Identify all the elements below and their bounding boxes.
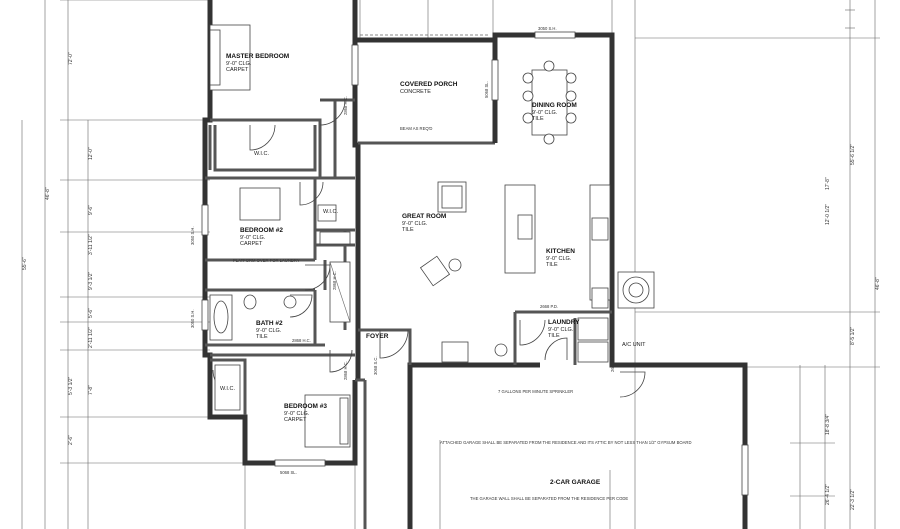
bedroom3-floor: CARPET [284,417,307,423]
foyer-name: FOYER [366,333,389,340]
bedroom2-name: BEDROOM #2 [240,227,283,234]
left-dimension-labels: 55'-6" 46'-8" 72'-0" 12'-0" 9'-6" 3'-11 … [22,52,94,445]
bedroom2-ceiling: 9'-0" CLG. [240,235,266,241]
dim-left-h: 5'-6" [88,308,94,318]
door-tag-3: 2868 H.C. [332,271,337,290]
dim-right-f: 18'-8 3/4" [825,414,831,435]
dim-left-b: 46'-8" [45,187,51,200]
dim-left-i: 2'-11 1/2" [88,327,94,348]
dining-room-name: DINING ROOM [532,102,577,109]
kitchen-floor: TILE [546,262,558,268]
notes: ATTACHED GARAGE SHALL BE SEPARATED FROM … [233,126,691,501]
tags: 2868 H.C. 2868 H.C. 2868 H.C. 2868 H.C. … [190,26,615,475]
window-bed2 [201,204,209,236]
door-laundry [519,319,546,346]
room-labels: MASTER BEDROOM 9'-0" CLG. CARPET COVERED… [220,53,646,486]
bedroom2-floor: CARPET [240,241,263,247]
window-tag-1: 3050 S.H. [538,26,557,31]
door-tag-1: 2868 H.C. [292,338,311,343]
door-master-closet [249,124,276,151]
dim-left-a: 55'-6" [22,257,28,270]
dining-table [531,69,568,136]
walls [202,0,748,529]
vent-note: 7 GALLONS PER MINUTE SPRINKLER [498,389,573,394]
great-room-name: GREAT ROOM [402,213,446,220]
master-bedroom-floor: CARPET [226,67,249,73]
door-tag-2: 2868 H.C. [343,96,348,115]
dim-left-j: 7'-8" [88,385,94,395]
dim-right-h: 26'-4 1/2" [825,484,831,505]
door-bed3 [329,349,353,373]
dim-left-d: 12'-0" [88,147,94,160]
dim-left-k: 2'-6" [68,435,74,445]
window-bath2 [201,299,209,331]
door-garage-side [619,371,646,398]
great-room-ceiling: 9'-0" CLG. [402,221,428,227]
master-bedroom-name: MASTER BEDROOM [226,53,289,60]
windows [201,31,749,496]
bed2-bed [239,187,281,221]
dim-left-c: 72'-0" [68,52,74,65]
bedroom3-ceiling: 9'-0" CLG. [284,411,310,417]
window-tag-2: 3050 S.H. [190,309,195,328]
dim-right-b: 46'-8" [875,277,881,290]
dim-right-e: 12'-0 1/2" [825,204,831,225]
wic-bed3: W.I.C. [220,386,235,392]
door-tag-7: 2668 P.D. [540,304,558,309]
window-tag-4: 5068 SL. [280,470,297,475]
dim-left-e: 9'-6" [88,205,94,215]
garage-note-2: THE GARAGE WALL SHALL BE SEPARATED FROM … [470,496,628,501]
wic-bed2: W.I.C. [323,209,338,215]
wic-master: W.I.C. [254,151,269,157]
window-bed3 [274,459,326,467]
door-master-bath [319,99,346,126]
porch-beam-note: BEAM AS REQ'D [400,126,432,131]
bath2-floor: TILE [256,334,268,340]
garage-name: 2-CAR GARAGE [550,479,601,486]
covered-porch-name: COVERED PORCH [400,81,458,88]
kitchen-ceiling: 9'-0" CLG. [546,256,572,262]
laundry-ceiling: 9'-0" CLG. [548,327,574,333]
dining-room-floor: TILE [532,116,544,122]
kitchen-counter [589,184,611,301]
door-bed2 [299,181,324,206]
door-tag-6: 3068 S.C. [373,356,378,375]
kitchen-name: KITCHEN [546,248,575,255]
dining-room-ceiling: 9'-0" CLG. [532,110,558,116]
furniture [209,24,655,448]
bath2-name: BATH #2 [256,320,283,327]
laundry-name: LAUNDRY [548,319,580,326]
master-bedroom-ceiling: 9'-0" CLG. [226,61,252,67]
garage-note-1: ATTACHED GARAGE SHALL BE SEPARATED FROM … [440,440,691,445]
door-tag-5: 2668 H.C. [610,353,615,372]
dimension-lines [21,0,880,529]
dim-right-a: 55'-6 1/2" [850,144,856,165]
window-garage [741,444,749,496]
platform-note: PLATFORM OVER FOR LAUNDRY [233,258,300,263]
covered-porch-floor: CONCRETE [400,89,431,95]
dim-right-g: 22'-3 1/2" [850,489,856,510]
dim-right-c: 17'-8" [825,177,831,190]
door-laundry-2 [544,337,568,361]
window-porch [491,59,499,101]
great-room-floor: TILE [402,227,414,233]
right-dimension-labels: 55'-6 1/2" 46'-8" 17'-8" 8'-5 1/2" 12'-0… [825,144,881,510]
window-tag-3: 3050 S.H. [190,226,195,245]
bedroom3-name: BEDROOM #3 [284,403,327,410]
ac-unit-label: A/C UNIT [622,342,646,348]
window-dining [534,31,576,39]
door-bath2 [289,294,313,318]
great-room-chair [419,255,451,287]
laundry-floor: TILE [548,333,560,339]
dim-right-d: 8'-5 1/2" [850,326,856,345]
window-tag-5: 5068 SL. [484,81,489,98]
door-tag-4: 2868 H.C. [343,361,348,380]
dim-left-l: 5'-3 1/2" [68,376,74,395]
door-foyer [379,329,409,359]
window-master [351,44,359,86]
bath2-ceiling: 9'-0" CLG. [256,328,282,334]
dim-left-g: 9'-3 1/2" [88,271,94,290]
dim-left-f: 3'-11 1/2" [88,234,94,255]
